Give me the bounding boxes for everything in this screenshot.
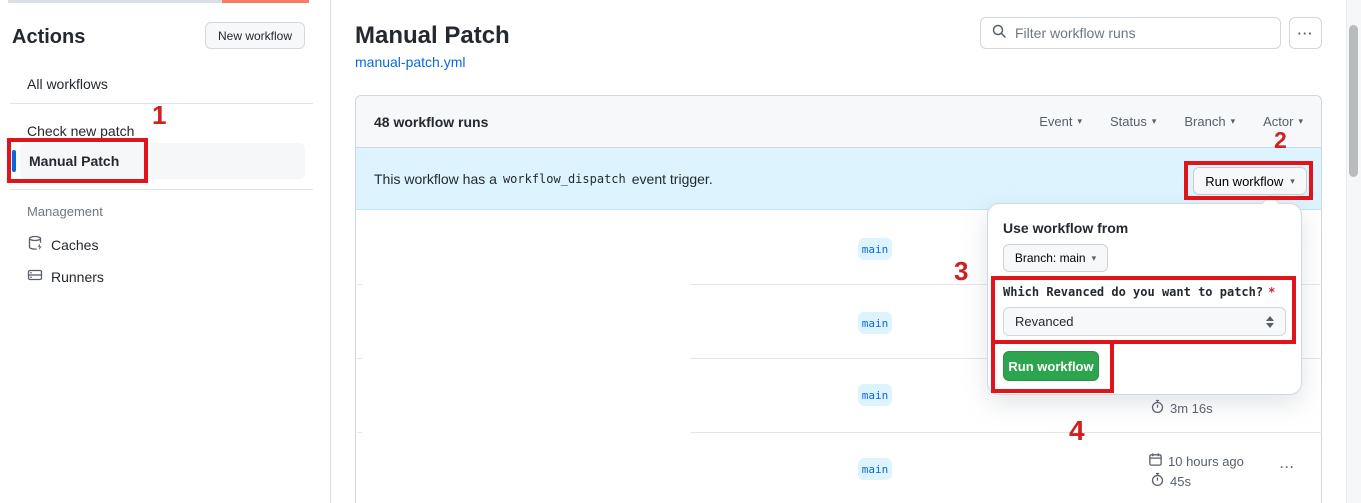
sidebar-item-manual-patch[interactable]: [20, 143, 305, 179]
stopwatch-icon: [1150, 399, 1165, 417]
sidebar-title: Actions: [12, 26, 86, 48]
runs-card-header: 48 workflow runs Event▾ Status▾ Branch▾ …: [356, 96, 1321, 148]
runner-icon: [27, 267, 43, 286]
search-icon: [991, 23, 1007, 44]
stopwatch-icon: [1150, 472, 1165, 490]
chevron-down-icon: ▾: [1290, 175, 1295, 186]
branch-badge[interactable]: main: [858, 312, 892, 334]
scrollbar-thumb[interactable]: [1349, 25, 1358, 177]
select-value: Revanced: [1015, 314, 1074, 329]
chevron-down-icon: ▾: [1077, 116, 1082, 126]
run-more-options-button[interactable]: ···: [1280, 460, 1295, 474]
selected-item-accent-bar: [12, 150, 16, 172]
workflow-dispatch-banner: This workflow has a workflow_dispatch ev…: [356, 148, 1321, 210]
row-divider: [690, 432, 1322, 433]
banner-text: event trigger.: [631, 170, 713, 187]
chevron-down-icon: ▾: [1230, 116, 1236, 126]
row-divider: [357, 432, 362, 433]
branch-badge[interactable]: main: [858, 458, 892, 480]
new-workflow-button[interactable]: New workflow: [205, 22, 305, 49]
annotation-number-1: 1: [152, 100, 167, 130]
chevron-down-icon: ▾: [1091, 252, 1097, 263]
cache-icon: [27, 235, 43, 254]
branch-badge[interactable]: main: [858, 238, 892, 260]
top-edge-bar: [8, 0, 222, 3]
sidebar-item-runners[interactable]: Runners: [27, 267, 104, 286]
sidebar-item-check-new-patch[interactable]: Check new patch: [27, 123, 135, 139]
run-workflow-dropdown-button[interactable]: Run workflow▾: [1193, 167, 1307, 195]
use-workflow-from-heading: Use workflow from: [1003, 220, 1129, 236]
sidebar-divider: [10, 189, 313, 190]
sidebar-item-all-workflows[interactable]: All workflows: [27, 76, 108, 92]
filter-actor-dropdown[interactable]: Actor▾: [1263, 114, 1303, 129]
run-duration: 3m 16s: [1150, 399, 1213, 417]
page-title: Manual Patch: [355, 22, 510, 49]
workflow-file-link[interactable]: manual-patch.yml: [355, 54, 466, 70]
page-more-options-button[interactable]: ···: [1289, 17, 1322, 49]
sidebar-divider: [10, 103, 313, 104]
chevron-down-icon: ▾: [1298, 116, 1303, 126]
revanced-select[interactable]: Revanced: [1003, 307, 1286, 336]
branch-selector-button[interactable]: Branch: main▾: [1003, 244, 1108, 272]
banner-code: workflow_dispatch: [502, 171, 626, 186]
top-edge-tab-highlight: [222, 0, 309, 3]
select-caret-icon: [1266, 315, 1274, 328]
workflow-input-label: Which Revanced do you want to patch?*: [1003, 285, 1276, 299]
run-duration: 45s: [1150, 472, 1191, 490]
calendar-icon: [1148, 452, 1163, 470]
runs-filters: Event▾ Status▾ Branch▾ Actor▾: [1039, 114, 1303, 129]
sidebar-item-caches-label: Caches: [51, 236, 99, 253]
sidebar-border: [330, 0, 331, 503]
branch-badge[interactable]: main: [858, 384, 892, 406]
filter-status-dropdown[interactable]: Status▾: [1110, 114, 1157, 129]
runs-count: 48 workflow runs: [374, 113, 489, 130]
chevron-down-icon: ▾: [1151, 116, 1157, 126]
sidebar-item-caches[interactable]: Caches: [27, 235, 98, 254]
management-section-label: Management: [27, 204, 103, 219]
required-marker: *: [1268, 285, 1276, 299]
run-workflow-submit-button[interactable]: Run workflow: [1003, 351, 1099, 381]
filter-event-dropdown[interactable]: Event▾: [1039, 114, 1082, 129]
filter-branch-dropdown[interactable]: Branch▾: [1184, 114, 1236, 129]
sidebar-item-manual-patch-label: Manual Patch: [29, 153, 120, 169]
row-divider: [357, 358, 362, 359]
workflow-runs-card: 48 workflow runs Event▾ Status▾ Branch▾ …: [355, 95, 1322, 503]
sidebar-item-runners-label: Runners: [51, 268, 104, 285]
row-divider: [357, 284, 362, 285]
filter-runs-searchbox[interactable]: [980, 17, 1281, 49]
run-date: 10 hours ago: [1148, 452, 1244, 470]
banner-text: This workflow has a: [374, 170, 497, 187]
search-input[interactable]: [1015, 25, 1270, 41]
